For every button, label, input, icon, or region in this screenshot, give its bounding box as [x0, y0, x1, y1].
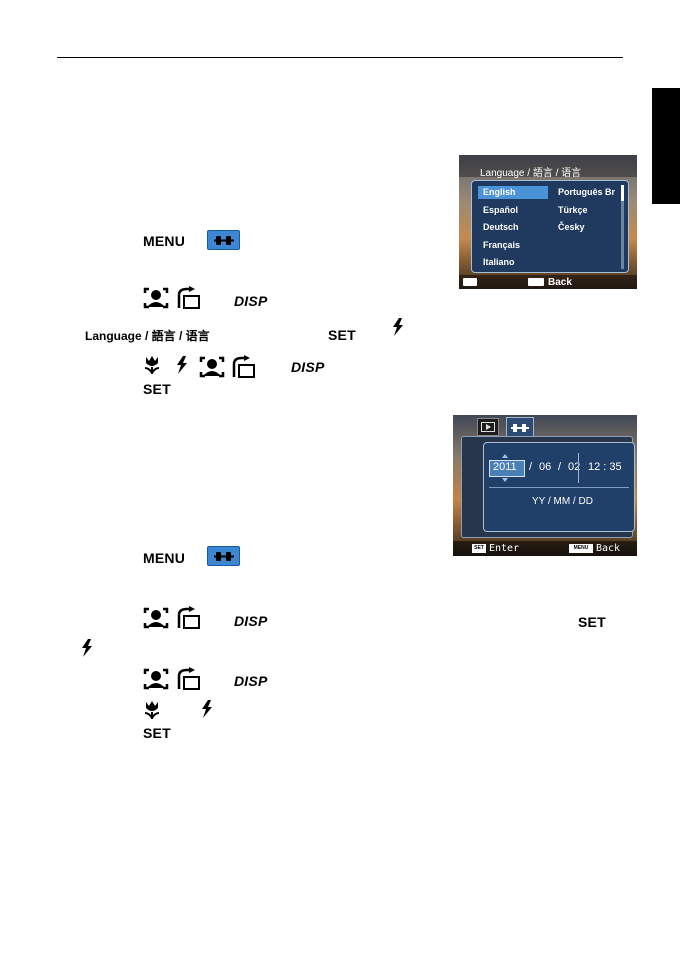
menu-key: MENU	[143, 550, 186, 566]
rotate-icon	[177, 667, 200, 690]
person-frame-icon	[199, 356, 225, 378]
language-option[interactable]: Français	[483, 239, 521, 250]
set-key: SET	[328, 327, 356, 343]
setup-gear-icon	[214, 236, 234, 245]
menu-key-badge: MENU	[569, 544, 593, 553]
set-key: SET	[578, 614, 606, 630]
flash-icon	[82, 639, 92, 657]
disp-key: DISP	[291, 359, 325, 375]
language-option[interactable]: Türkçe	[558, 204, 588, 215]
macro-tulip-icon	[144, 356, 160, 374]
person-frame-icon	[143, 607, 169, 629]
macro-tulip-icon	[144, 701, 160, 719]
language-option[interactable]: English	[483, 187, 516, 197]
language-option[interactable]: Deutsch	[483, 222, 519, 232]
language-side-tab	[652, 88, 680, 204]
disp-key: DISP	[234, 613, 268, 629]
language-option[interactable]: Español	[483, 204, 519, 215]
date-format-field[interactable]: YY / MM / DD	[532, 496, 593, 507]
month-field[interactable]: 06	[539, 461, 552, 473]
date-sep-2: /	[558, 461, 562, 473]
set-key: SET	[143, 725, 171, 741]
time-field[interactable]: 12 : 35	[588, 461, 622, 473]
language-screen-title: Language / 語言 / 语言	[480, 168, 582, 179]
day-field[interactable]: 02	[568, 461, 581, 473]
date-panel: 2011 / 06 / 02 12 : 35 YY / MM / DD	[483, 442, 635, 532]
language-option[interactable]: Português Br	[558, 187, 616, 197]
menu-key: MENU	[143, 233, 186, 249]
header-rule	[57, 57, 623, 58]
year-field[interactable]: 2011	[493, 461, 517, 473]
language-menu-item: Language / 語言 / 语言	[85, 329, 210, 343]
setup-tab-button	[207, 230, 240, 250]
disp-key: DISP	[234, 293, 268, 309]
play-tab	[477, 418, 499, 436]
flash-icon	[177, 356, 187, 374]
play-icon	[481, 422, 495, 432]
language-back-label: Back	[548, 277, 572, 288]
flash-icon	[393, 318, 403, 336]
flash-icon	[202, 700, 212, 718]
set-key-badge: SET	[472, 544, 486, 553]
set-key: SET	[143, 381, 171, 397]
date-sep-1: /	[529, 461, 533, 473]
setup-gear-icon	[214, 552, 234, 561]
person-frame-icon	[143, 287, 169, 309]
rotate-icon	[177, 286, 200, 309]
language-option[interactable]: Česky	[558, 222, 585, 232]
rotate-icon	[232, 355, 255, 378]
person-frame-icon	[143, 668, 169, 690]
rotate-icon	[177, 606, 200, 629]
language-option[interactable]: Italiano	[483, 257, 515, 267]
setup-gear-icon	[511, 424, 529, 432]
back-label: Back	[596, 543, 621, 554]
enter-label: Enter	[489, 543, 520, 554]
setup-tab-button	[207, 546, 240, 566]
date-time-screen: 2011 / 06 / 02 12 : 35 YY / MM / DD SET …	[453, 415, 637, 556]
disp-key: DISP	[234, 673, 268, 689]
